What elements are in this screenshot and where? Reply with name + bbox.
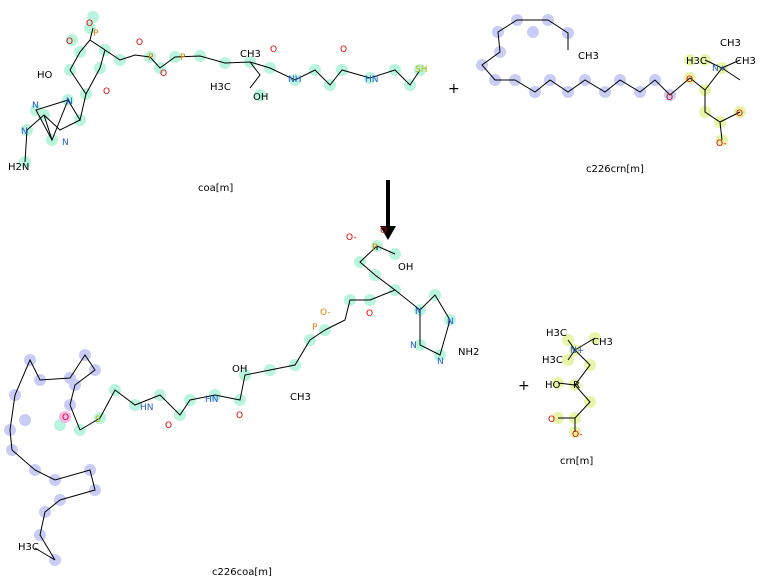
svg-text:P: P — [372, 243, 378, 253]
svg-text:O: O — [66, 37, 73, 47]
svg-text:OH: OH — [398, 262, 413, 273]
svg-text:CH3: CH3 — [578, 51, 599, 62]
svg-text:HN: HN — [365, 75, 379, 85]
svg-text:NH2: NH2 — [458, 347, 479, 358]
svg-text:N: N — [447, 317, 454, 327]
svg-text:O: O — [736, 109, 743, 119]
svg-text:R: R — [573, 380, 580, 391]
svg-text:N: N — [415, 307, 422, 317]
svg-text:O: O — [340, 45, 347, 55]
svg-text:OH: OH — [253, 92, 268, 103]
svg-text:O: O — [103, 87, 110, 97]
molecule-c226coa: O P O- OH O N N N N NH2 P O- CH3 OH O HN… — [4, 226, 479, 576]
svg-text:H3C: H3C — [546, 328, 567, 339]
svg-text:H2N: H2N — [8, 162, 29, 173]
svg-text:P: P — [93, 29, 99, 39]
svg-text:O: O — [366, 309, 373, 319]
svg-text:O: O — [236, 411, 243, 421]
svg-text:H3C: H3C — [210, 82, 231, 93]
svg-text:O: O — [548, 415, 555, 425]
svg-text:CH3: CH3 — [240, 49, 261, 60]
svg-text:O-: O- — [572, 430, 583, 440]
svg-text:HN: HN — [205, 395, 219, 405]
svg-text:O: O — [686, 75, 693, 85]
svg-text:CH3: CH3 — [735, 56, 756, 67]
compound-label-crn: crn[m] — [560, 456, 593, 467]
reaction-arrow — [380, 180, 396, 240]
svg-text:O: O — [62, 413, 69, 423]
svg-text:O-: O- — [346, 233, 357, 243]
svg-text:O: O — [270, 45, 277, 55]
svg-text:HO: HO — [545, 380, 561, 391]
svg-text:CH3: CH3 — [592, 337, 613, 348]
molecule-c226crn: CH3 O O N+ H3C CH3 CH3 O O- c226crn[m] — [476, 14, 756, 175]
molecule-crn: H3C N+ CH3 H3C HO R O O- crn[m] — [542, 328, 613, 467]
plus-sign: + — [518, 378, 530, 394]
svg-text:N+: N+ — [712, 64, 726, 74]
compound-label-c226coa: c226coa[m] — [212, 567, 272, 576]
svg-text:O: O — [380, 226, 387, 236]
svg-text:N: N — [62, 138, 69, 148]
svg-text:P: P — [180, 53, 186, 63]
svg-text:N: N — [410, 341, 417, 351]
svg-text:O: O — [86, 19, 93, 29]
svg-text:O-: O- — [716, 139, 727, 149]
svg-text:O-: O- — [320, 308, 331, 318]
compound-label-c226crn: c226crn[m] — [586, 164, 644, 175]
svg-text:H3C: H3C — [686, 56, 707, 67]
svg-text:H3C: H3C — [542, 355, 563, 366]
svg-text:OH: OH — [232, 364, 247, 375]
molecule-coa: O P O O HO P P O O CH3 H3C OH O NH O HN … — [8, 11, 427, 194]
plus-sign: + — [448, 81, 460, 97]
svg-text:P: P — [312, 323, 318, 333]
svg-text:O: O — [666, 93, 673, 103]
svg-text:HO: HO — [37, 70, 53, 81]
svg-text:O: O — [136, 38, 143, 48]
svg-text:N: N — [21, 127, 28, 137]
svg-text:N: N — [66, 97, 73, 107]
svg-text:O: O — [160, 69, 167, 79]
svg-text:N: N — [437, 357, 444, 367]
svg-text:HN: HN — [140, 403, 154, 413]
svg-text:SH: SH — [415, 65, 427, 75]
svg-text:H3C: H3C — [18, 542, 39, 553]
svg-text:N: N — [32, 101, 39, 111]
compound-label-coa: coa[m] — [198, 183, 233, 194]
svg-text:N+: N+ — [570, 346, 584, 356]
svg-text:NH: NH — [288, 75, 302, 85]
svg-text:P: P — [148, 53, 154, 63]
svg-text:S: S — [95, 415, 101, 425]
svg-text:O: O — [165, 421, 172, 431]
svg-text:CH3: CH3 — [290, 392, 311, 403]
svg-text:CH3: CH3 — [720, 38, 741, 49]
